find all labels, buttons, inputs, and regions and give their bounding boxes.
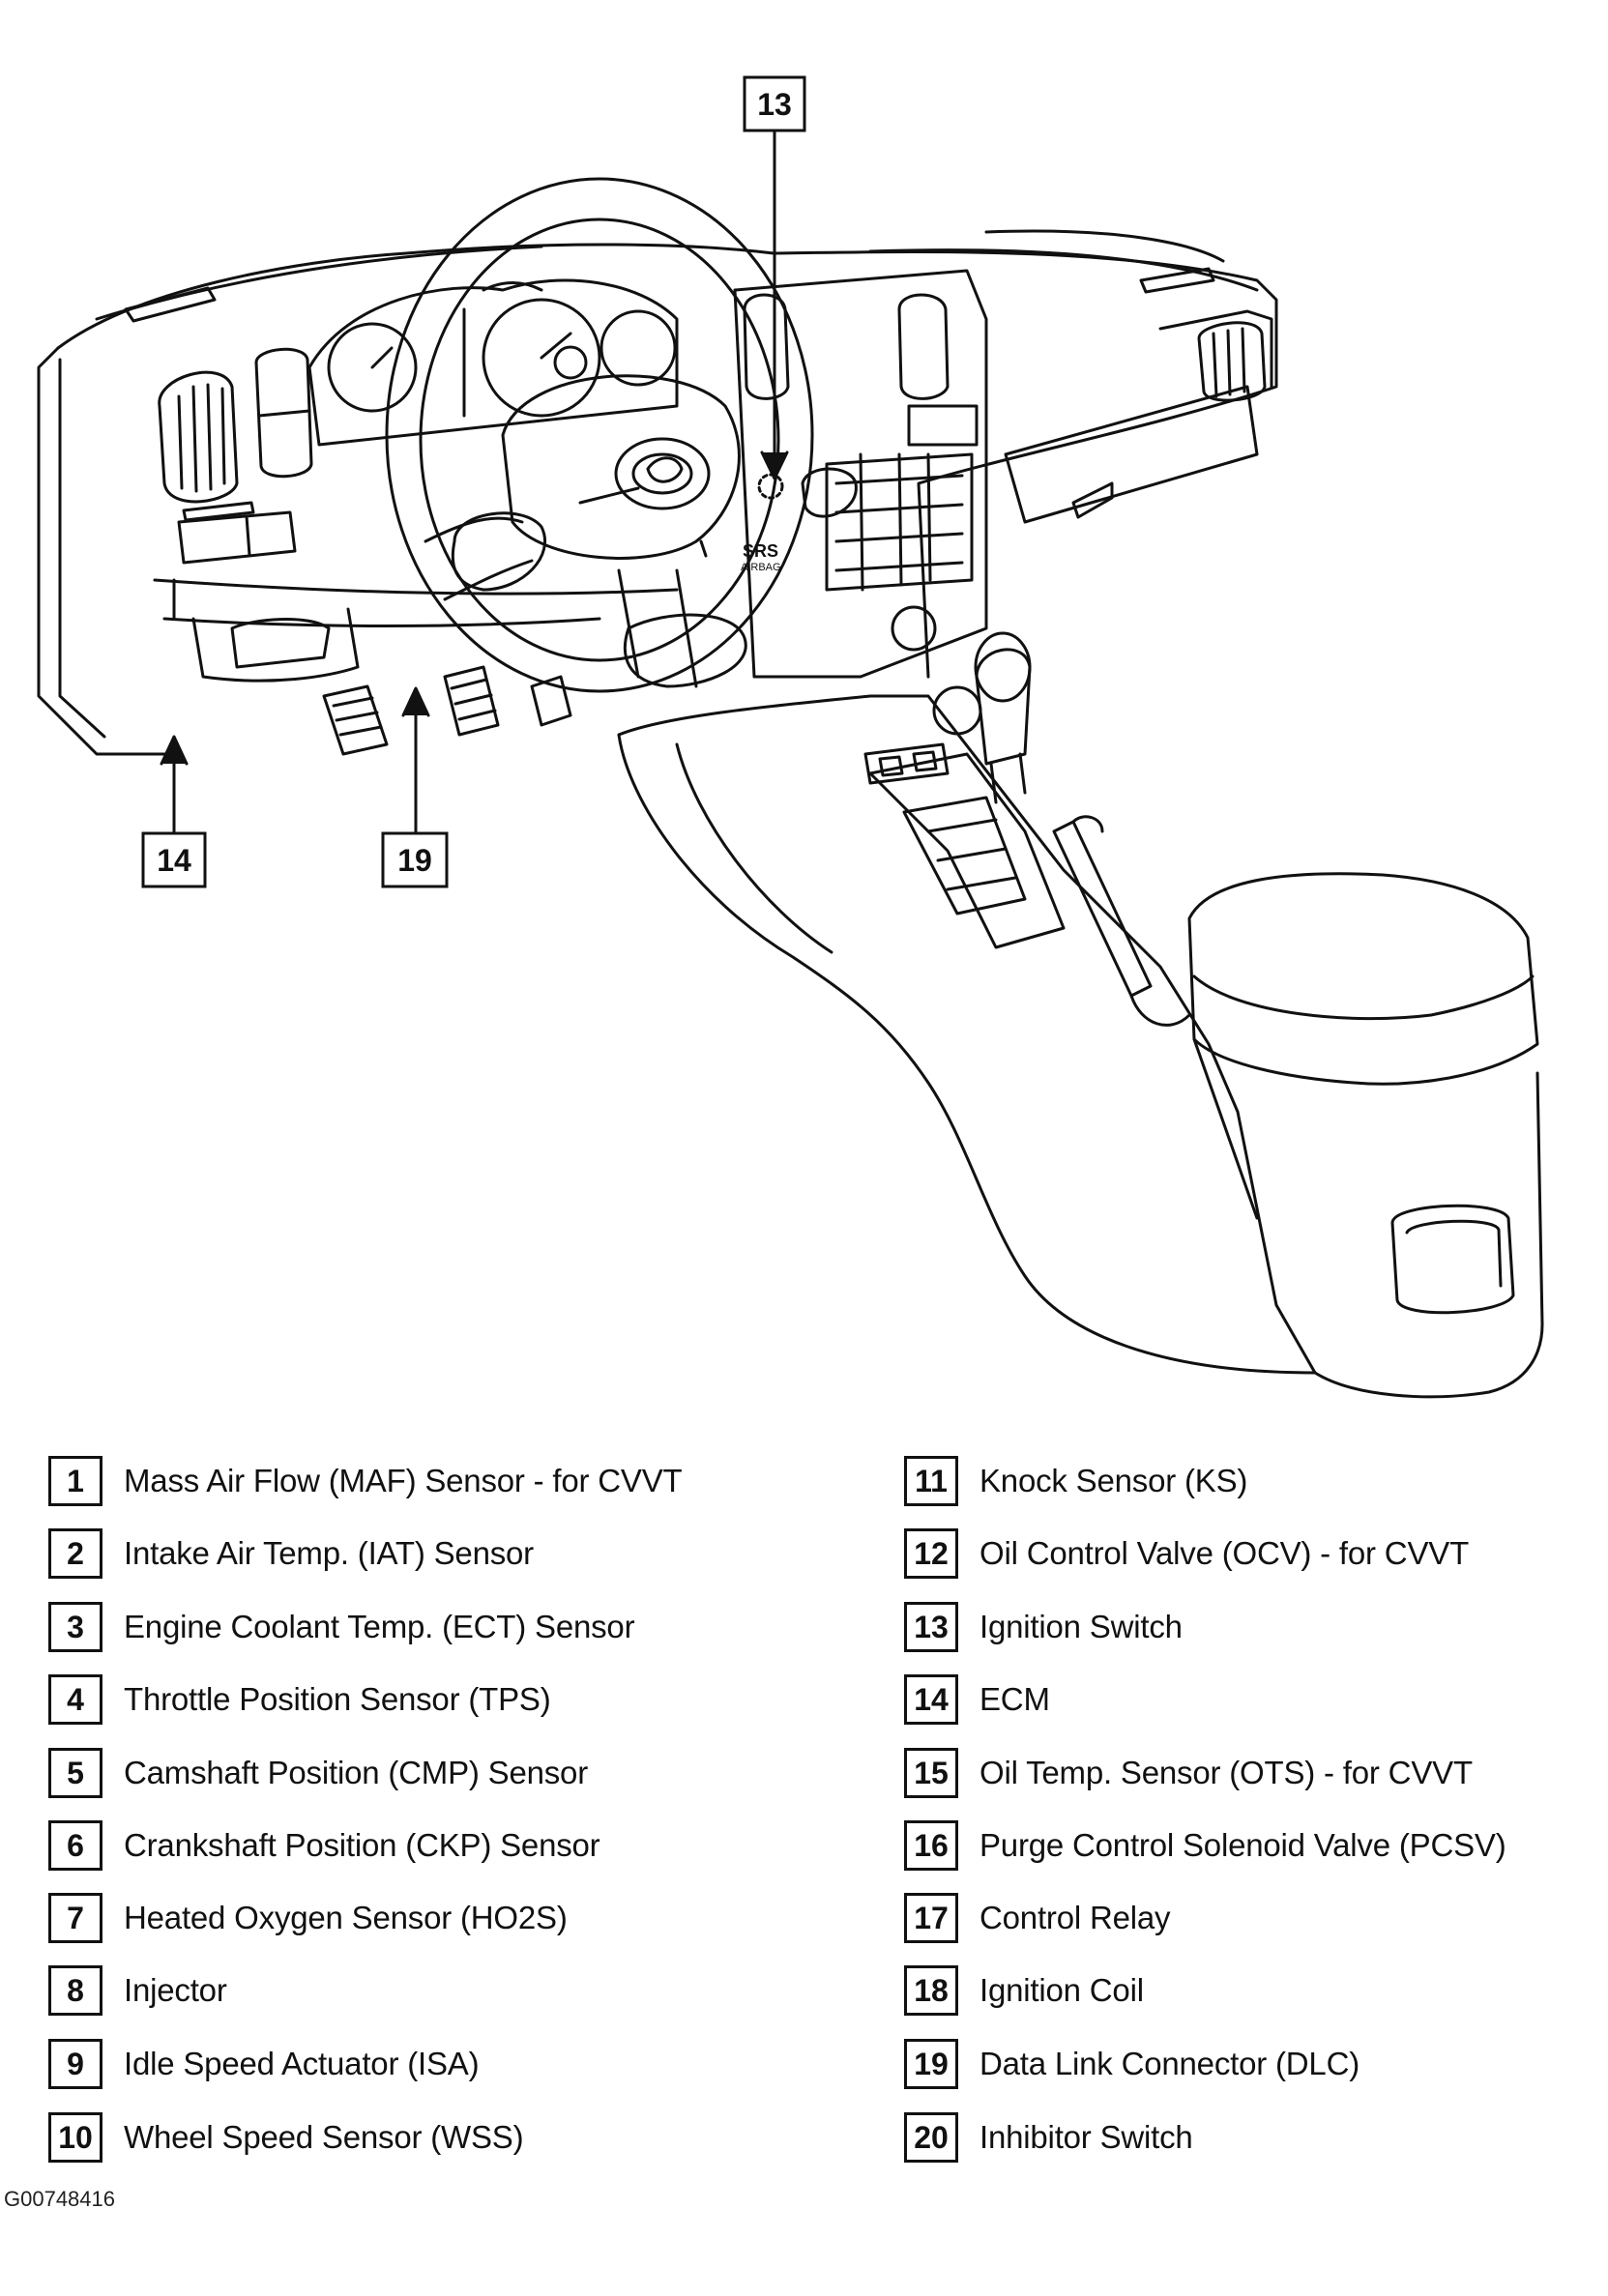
- figure-id: G00748416: [4, 2187, 115, 2211]
- legend-label: Ignition Coil: [979, 1972, 1144, 2008]
- legend-label: Intake Air Temp. (IAT) Sensor: [124, 1535, 534, 1571]
- legend-number: 19: [904, 2039, 958, 2089]
- legend-number: 16: [904, 1820, 958, 1871]
- instrument-cluster: [307, 278, 679, 447]
- legend-label: Knock Sensor (KS): [979, 1463, 1248, 1498]
- right-vent: [1197, 321, 1267, 402]
- legend-item-3: 3 Engine Coolant Temp. (ECT) Sensor: [48, 1599, 635, 1655]
- left-vent: [158, 370, 239, 504]
- airbag-srs-text: SRS: [743, 541, 778, 561]
- legend-number: 20: [904, 2112, 958, 2163]
- legend-item-9: 9 Idle Speed Actuator (ISA): [48, 2036, 480, 2092]
- legend-number: 13: [904, 1602, 958, 1652]
- dashboard-illustration: SRS AIRBAG: [37, 75, 1544, 1399]
- center-stack: [733, 269, 988, 736]
- callout-14: 14: [141, 831, 207, 888]
- legend-label: ECM: [979, 1681, 1050, 1717]
- dashboard-outline: [56, 243, 1278, 679]
- legend-label: Crankshaft Position (CKP) Sensor: [124, 1827, 600, 1863]
- callout-13-label: 13: [757, 87, 792, 122]
- legend-item-11: 11 Knock Sensor (KS): [904, 1453, 1247, 1509]
- legend-label: Oil Control Valve (OCV) - for CVVT: [979, 1535, 1470, 1571]
- legend-number: 4: [48, 1674, 102, 1725]
- legend-item-19: 19 Data Link Connector (DLC): [904, 2036, 1359, 2092]
- legend-number: 11: [904, 1456, 958, 1506]
- legend-item-20: 20 Inhibitor Switch: [904, 2109, 1193, 2165]
- legend-number: 15: [904, 1748, 958, 1798]
- legend-item-5: 5 Camshaft Position (CMP) Sensor: [48, 1745, 588, 1801]
- arrowhead-14: [160, 735, 189, 766]
- legend-label: Purge Control Solenoid Valve (PCSV): [979, 1827, 1506, 1863]
- legend-label: Oil Temp. Sensor (OTS) - for CVVT: [979, 1755, 1473, 1790]
- callout-19-label: 19: [397, 843, 432, 878]
- legend-number: 1: [48, 1456, 102, 1506]
- legend-number: 17: [904, 1893, 958, 1943]
- legend-item-14: 14 ECM: [904, 1671, 1050, 1728]
- airbag-label-text: AIRBAG: [741, 562, 781, 573]
- legend-number: 6: [48, 1820, 102, 1871]
- arrowhead-19: [401, 686, 430, 717]
- legend-item-1: 1 Mass Air Flow (MAF) Sensor - for CVVT: [48, 1453, 683, 1509]
- legend-number: 8: [48, 1965, 102, 2016]
- legend-item-12: 12 Oil Control Valve (OCV) - for CVVT: [904, 1526, 1469, 1582]
- legend-number: 5: [48, 1748, 102, 1798]
- legend-item-2: 2 Intake Air Temp. (IAT) Sensor: [48, 1526, 534, 1582]
- callout-13: 13: [743, 75, 806, 132]
- steering-wheel: [385, 177, 814, 693]
- pedals: [322, 665, 572, 756]
- callout-14-label: 14: [157, 843, 191, 878]
- legend-number: 7: [48, 1893, 102, 1943]
- legend-item-6: 6 Crankshaft Position (CKP) Sensor: [48, 1817, 600, 1874]
- legend-label: Injector: [124, 1972, 227, 2008]
- legend-item-7: 7 Heated Oxygen Sensor (HO2S): [48, 1890, 568, 1946]
- legend-item-15: 15 Oil Temp. Sensor (OTS) - for CVVT: [904, 1745, 1473, 1801]
- legend-label: Control Relay: [979, 1900, 1171, 1935]
- legend-number: 18: [904, 1965, 958, 2016]
- legend-label: Camshaft Position (CMP) Sensor: [124, 1755, 588, 1790]
- legend-item-16: 16 Purge Control Solenoid Valve (PCSV): [904, 1817, 1506, 1874]
- legend-label: Mass Air Flow (MAF) Sensor - for CVVT: [124, 1463, 683, 1498]
- legend-item-4: 4 Throttle Position Sensor (TPS): [48, 1671, 551, 1728]
- glovebox: [1004, 385, 1259, 524]
- legend-label: Data Link Connector (DLC): [979, 2046, 1359, 2081]
- legend-item-10: 10 Wheel Speed Sensor (WSS): [48, 2109, 524, 2165]
- legend-label: Heated Oxygen Sensor (HO2S): [124, 1900, 568, 1935]
- legend-number: 10: [48, 2112, 102, 2163]
- armrest: [1187, 872, 1539, 1315]
- legend-label: Idle Speed Actuator (ISA): [124, 2046, 480, 2081]
- legend-item-8: 8 Injector: [48, 1962, 227, 2019]
- legend-item-17: 17 Control Relay: [904, 1890, 1171, 1946]
- legend-label: Inhibitor Switch: [979, 2119, 1193, 2155]
- legend-label: Throttle Position Sensor (TPS): [124, 1681, 551, 1717]
- legend-number: 3: [48, 1602, 102, 1652]
- center-console: [617, 631, 1544, 1399]
- legend-label: Ignition Switch: [979, 1609, 1183, 1644]
- legend-number: 2: [48, 1528, 102, 1579]
- legend-label: Wheel Speed Sensor (WSS): [124, 2119, 524, 2155]
- legend-item-18: 18 Ignition Coil: [904, 1962, 1144, 2019]
- arrowhead-13: [760, 450, 789, 480]
- legend-number: 12: [904, 1528, 958, 1579]
- legend-label: Engine Coolant Temp. (ECT) Sensor: [124, 1609, 635, 1644]
- legend-item-13: 13 Ignition Switch: [904, 1599, 1183, 1655]
- callout-19: 19: [381, 831, 449, 888]
- legend-number: 14: [904, 1674, 958, 1725]
- ignition-switch-location: [757, 473, 784, 500]
- legend-number: 9: [48, 2039, 102, 2089]
